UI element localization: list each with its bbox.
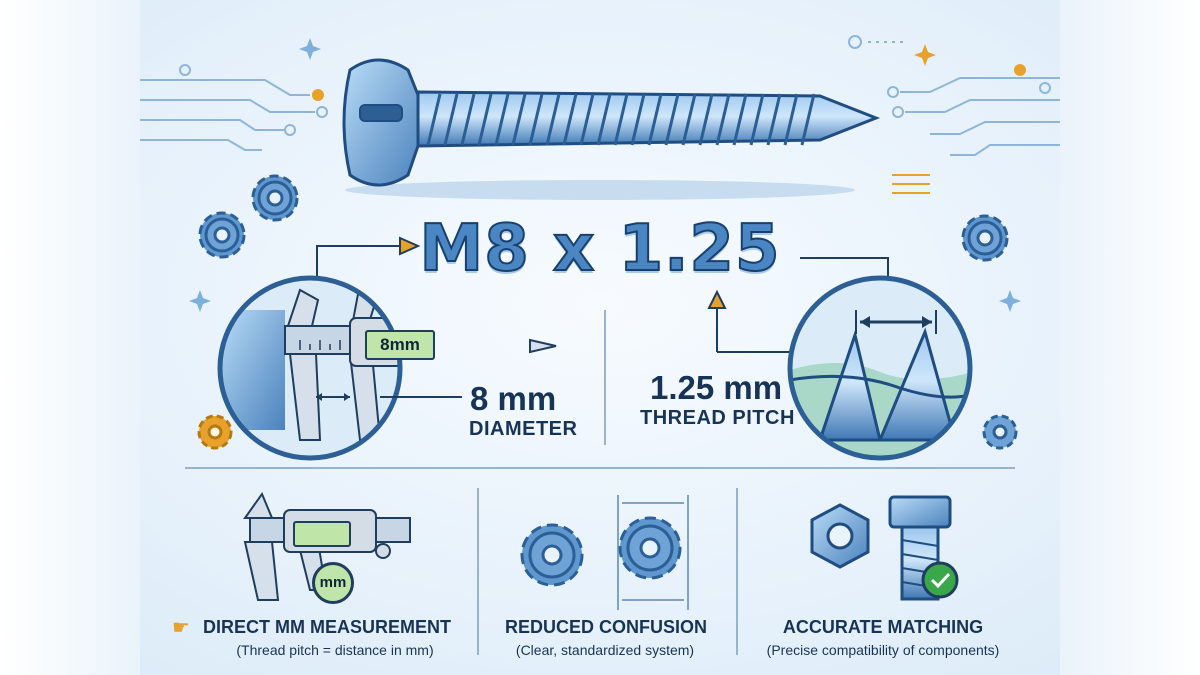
screw-thread	[528, 93, 544, 146]
diameter-caption: DIAMETER	[469, 418, 578, 440]
right-margin	[1060, 0, 1200, 675]
circuit-lines-right	[848, 35, 1060, 156]
screw-thread	[443, 93, 459, 146]
feature-title-confusion: REDUCED CONFUSION	[505, 617, 708, 637]
feature-subtitle-matching: (Precise compatibility of components)	[766, 642, 1000, 658]
screw-thread	[545, 93, 561, 146]
sparkle-icons	[189, 38, 1021, 312]
screw-thread	[664, 93, 680, 146]
thread-magnifier	[787, 275, 973, 461]
check-icon	[921, 561, 959, 599]
screw-thread	[494, 93, 510, 146]
screw-thread	[698, 93, 714, 146]
screw-thread	[630, 93, 646, 146]
feature-title-matching: ACCURATE MATCHING	[782, 617, 984, 637]
comparison-gears-icon	[520, 495, 689, 610]
screw-thread	[613, 93, 629, 146]
screw-thread	[766, 93, 782, 146]
screw-thread	[426, 93, 442, 146]
screw-thread	[562, 93, 578, 146]
nut-and-bolt-icon	[810, 495, 959, 601]
screw-thread	[749, 93, 765, 146]
feature-title-measurement: DIRECT MM MEASUREMENT	[203, 617, 451, 637]
pitch-caption: THREAD PITCH	[640, 407, 795, 429]
left-margin	[0, 0, 140, 675]
circuit-lines-left	[140, 64, 328, 151]
pointing-hand-icon: ☛	[172, 617, 190, 639]
screw-illustration	[342, 58, 881, 200]
feature-subtitle-measurement: (Thread pitch = distance in mm)	[236, 642, 434, 658]
pitch-value: 1.25 mm	[650, 369, 783, 406]
list-icon	[892, 174, 930, 194]
screw-thread	[596, 93, 612, 146]
screw-thread	[783, 93, 799, 146]
screw-thread	[681, 93, 697, 146]
diameter-value: 8 mm	[470, 380, 557, 417]
screw-thread	[511, 93, 527, 146]
screw-thread	[477, 93, 493, 146]
screw-thread	[579, 93, 595, 146]
mm-badge: mm	[312, 562, 354, 604]
screw-thread	[732, 93, 748, 146]
screw-thread	[715, 93, 731, 146]
caliper-readout: 8mm	[365, 330, 435, 360]
gear-icons	[197, 174, 1018, 450]
feature-subtitle-confusion: (Clear, standardized system)	[515, 642, 695, 658]
thread-spec-label: M8 x 1.25	[419, 211, 781, 287]
screw-thread	[647, 93, 663, 146]
screw-thread	[460, 93, 476, 146]
caliper-display	[293, 521, 351, 547]
screw-thread	[800, 93, 816, 146]
